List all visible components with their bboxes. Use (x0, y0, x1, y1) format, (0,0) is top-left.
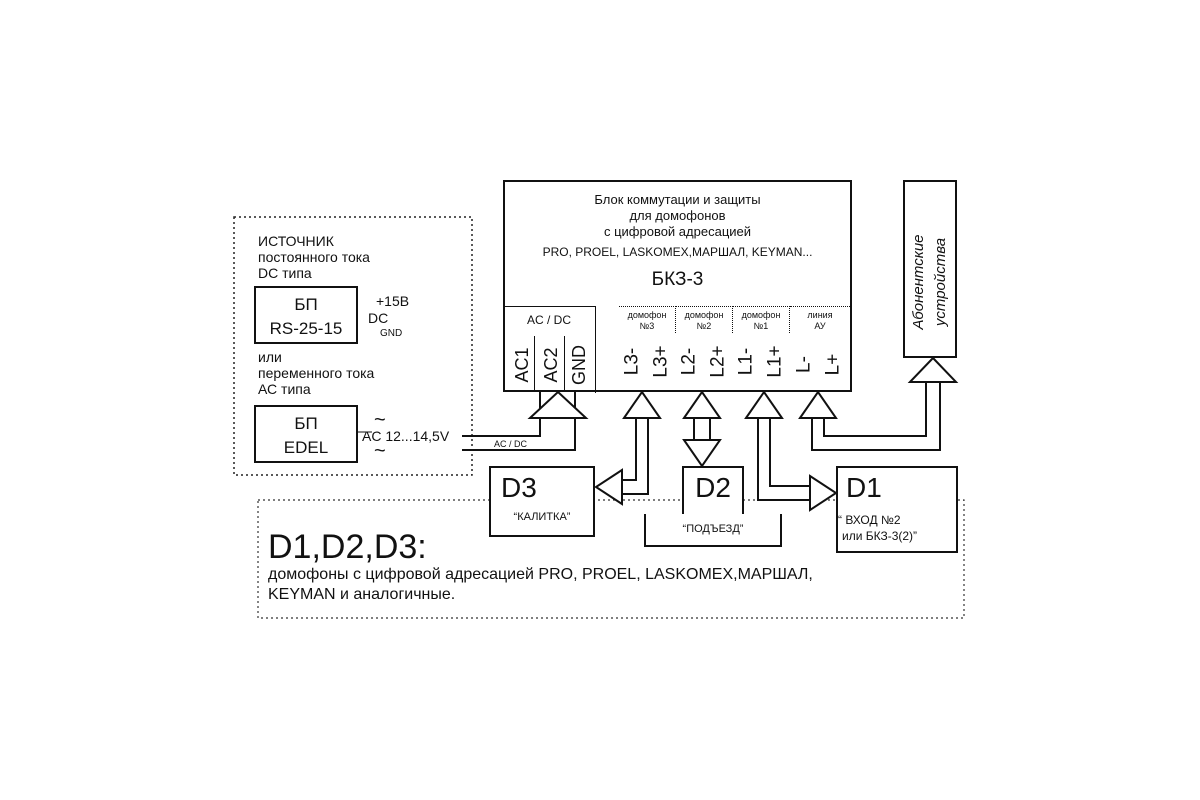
bkz3-acdc-header: AC / DC (526, 313, 571, 327)
group-dom3-line1: домофон (627, 310, 667, 320)
terminal-divider (564, 336, 565, 392)
terminal-l2-plus: L2+ (707, 345, 729, 378)
d1-caption-line2: или БКЗ-3(2)” (842, 529, 918, 543)
d2-label: D2 (695, 472, 731, 503)
d1-link-arrow (744, 390, 838, 512)
terminal-l1-plus: L1+ (764, 345, 786, 378)
legend-title: D1,D2,D3: (268, 528, 427, 566)
group-au-line1: линия (807, 310, 833, 320)
ac-dc-wire (462, 392, 541, 437)
d3-link-arrow (594, 390, 662, 506)
terminal-gnd: GND (569, 345, 589, 385)
ac-range-label: AC 12...14,5V (362, 428, 450, 444)
group-dom3-line2: №3 (639, 321, 655, 331)
d1-label: D1 (846, 472, 882, 503)
ac-tilde-top: ~ (374, 409, 386, 431)
bkz3-title-line2: для домофонов (629, 208, 726, 223)
d2-link-arrow (682, 390, 722, 468)
d1-caption-line1: “ ВХОД №2 (838, 513, 901, 527)
psu-edel-line1: БП (294, 414, 318, 433)
source-ac-label: АС типа (258, 381, 311, 397)
ac-tilde-bottom: ~ (374, 440, 386, 462)
terminal-l-plus: L+ (822, 353, 844, 376)
bkz3-block (503, 180, 852, 392)
source-title: ИСТОЧНИК (258, 233, 334, 249)
bkz3-group-dom3 (619, 306, 676, 333)
legend-line1: домофоны с цифровой адресацией PRO, PROE… (268, 566, 813, 583)
bkz3-name: БКЗ-3 (651, 269, 704, 290)
psu-rs-25-15-box: БП RS-25-15 (254, 286, 358, 344)
d2-caption-box (644, 514, 782, 547)
bkz3-group-dom1 (733, 306, 790, 333)
bkz3-title-line1: Блок коммутации и защиты (594, 192, 761, 207)
subscriber-devices-label: Абонентские устройства (910, 234, 949, 330)
source-frame (233, 216, 473, 476)
psu-rs-line2: RS-25-15 (269, 319, 343, 338)
d1-box (836, 466, 958, 553)
psu-rs-line1: БП (294, 295, 318, 314)
d3-box (489, 466, 595, 537)
psu-edel-line2: EDEL (283, 438, 329, 457)
group-dom2-line1: домофон (684, 310, 724, 320)
dc-label: DC (368, 310, 389, 326)
terminal-l-minus: L- (793, 356, 815, 373)
ac-dc-wire-label: AC / DC (494, 439, 528, 449)
bkz3-group-dom2 (676, 306, 733, 333)
legend-line2: KEYMAN и аналогичные. (268, 586, 456, 603)
terminal-l1-minus: L1- (735, 347, 757, 376)
group-dom1-line1: домофон (741, 310, 781, 320)
legend-frame (257, 499, 965, 619)
terminal-ac2: AC2 (541, 347, 561, 383)
terminal-l2-minus: L2- (678, 347, 700, 376)
bkz3-brands: PRO, PROEL, LASKOMEX,МАРШАЛ, KEYMAN... (542, 245, 813, 259)
subscriber-devices-box (903, 180, 957, 358)
d2-caption: “ПОДЪЕЗД” (682, 523, 744, 535)
group-dom1-line2: №1 (753, 321, 769, 331)
d3-label: D3 (501, 472, 537, 503)
or-label: или (258, 349, 282, 365)
gnd-small-label: GND (380, 328, 403, 339)
bkz3-group-line-au (790, 306, 850, 333)
plus15-label: +15В (376, 293, 410, 309)
group-au-line2: АУ (814, 321, 826, 331)
terminal-l3-plus: L3+ (650, 345, 672, 378)
terminal-l3-minus: L3- (621, 347, 643, 376)
subscriber-link-arrow (798, 356, 959, 451)
source-dc-label: DC типа (258, 265, 312, 281)
d3-caption: “КАЛИТКА” (513, 511, 571, 523)
bkz3-title-line3: с цифровой адресацией (603, 224, 752, 239)
terminal-divider (534, 336, 535, 392)
source-ac-type-line: переменного тока (258, 365, 375, 381)
source-dc-type-line: постоянного тока (258, 249, 370, 265)
ac-dc-arrowhead (527, 390, 589, 419)
terminal-ac1: AC1 (512, 347, 532, 383)
psu-edel-box: БП EDEL (254, 405, 358, 463)
group-dom2-line2: №2 (696, 321, 712, 331)
bkz3-acdc-compartment (503, 306, 596, 393)
